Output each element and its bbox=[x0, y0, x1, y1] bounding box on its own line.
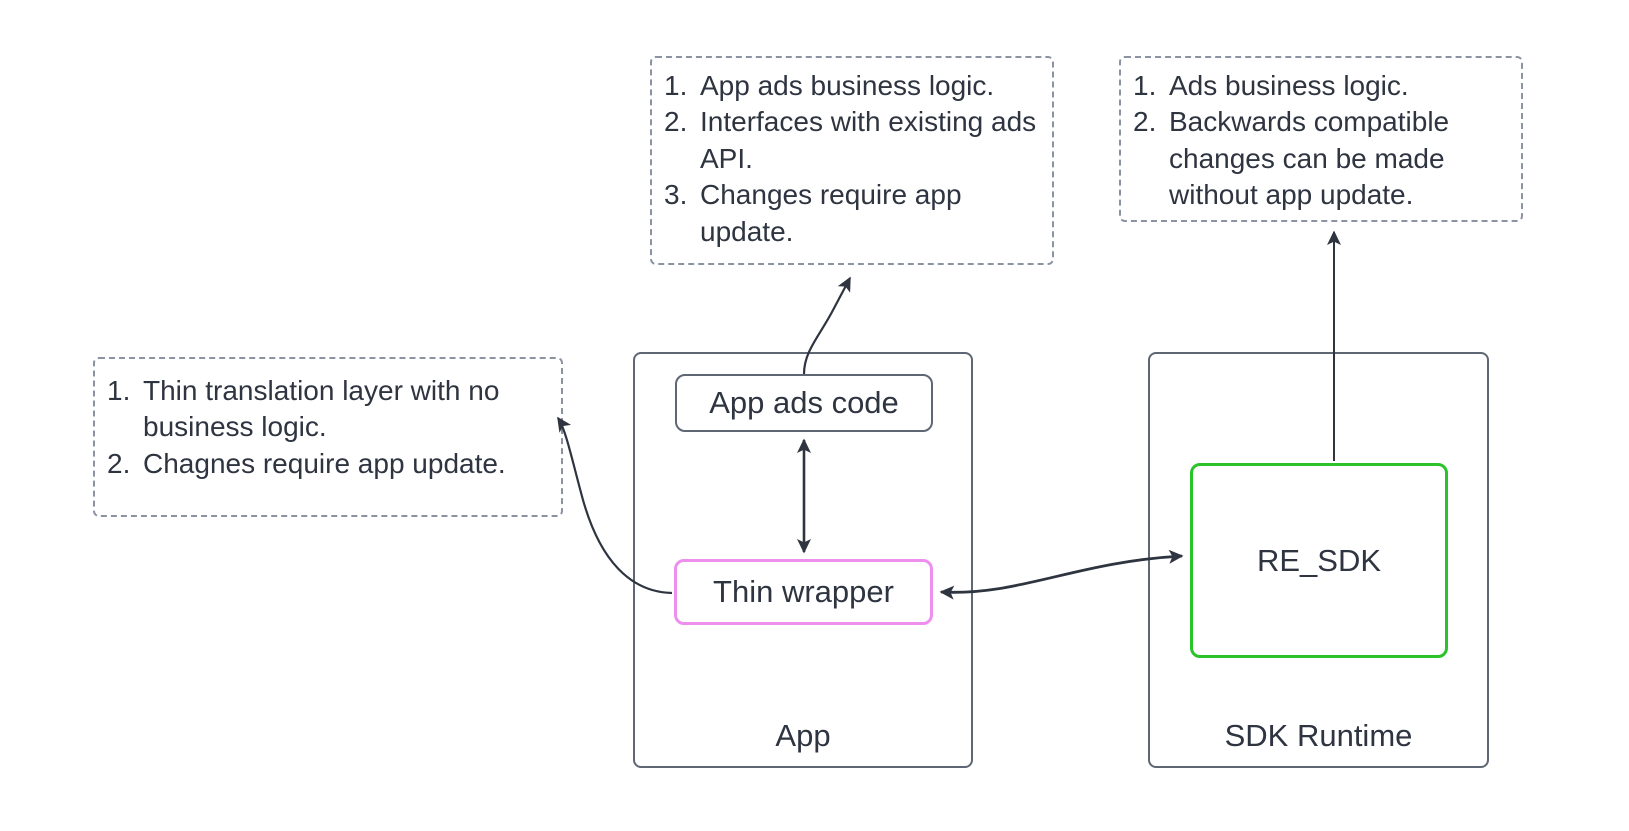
arrow-app-ads-code-to-note bbox=[802, 276, 851, 375]
list-item: 2. Chagnes require app update. bbox=[107, 447, 506, 479]
note-thin-wrapper-list: 1. Thin translation layer with no busine… bbox=[95, 359, 561, 482]
node-thin-wrapper[interactable]: Thin wrapper bbox=[674, 559, 933, 625]
container-app-label: App bbox=[775, 718, 831, 753]
note-app-ads-code[interactable]: 1. App ads business logic. 2. Interfaces… bbox=[650, 56, 1054, 265]
list-item: 3. Changes require app update. bbox=[664, 179, 970, 247]
list-item: 1. App ads business logic. bbox=[664, 70, 995, 101]
note-re-sdk[interactable]: 1. Ads business logic. 2. Backwards comp… bbox=[1119, 56, 1523, 222]
arrow-thin-wrapper-re-sdk bbox=[939, 549, 1184, 600]
note-re-sdk-list: 1. Ads business logic. 2. Backwards comp… bbox=[1121, 58, 1521, 214]
list-item: 2. Interfaces with existing ads API. bbox=[664, 106, 1043, 174]
node-app-ads-code[interactable]: App ads code bbox=[675, 374, 933, 432]
node-re-sdk-label: RE_SDK bbox=[1256, 542, 1382, 578]
note-thin-wrapper[interactable]: 1. Thin translation layer with no busine… bbox=[93, 357, 563, 517]
node-re-sdk[interactable]: RE_SDK bbox=[1190, 463, 1448, 658]
container-sdk-runtime-label: SDK Runtime bbox=[1224, 718, 1413, 753]
node-app-ads-code-label: App ads code bbox=[709, 385, 899, 420]
list-item: 2. Backwards compatible changes can be m… bbox=[1133, 106, 1457, 211]
list-item: 1. Thin translation layer with no busine… bbox=[107, 375, 508, 443]
node-thin-wrapper-label: Thin wrapper bbox=[713, 574, 894, 609]
arrow-thin-wrapper-to-note bbox=[557, 416, 673, 595]
note-app-ads-code-list: 1. App ads business logic. 2. Interfaces… bbox=[652, 58, 1052, 250]
list-item: 1. Ads business logic. bbox=[1133, 70, 1409, 101]
